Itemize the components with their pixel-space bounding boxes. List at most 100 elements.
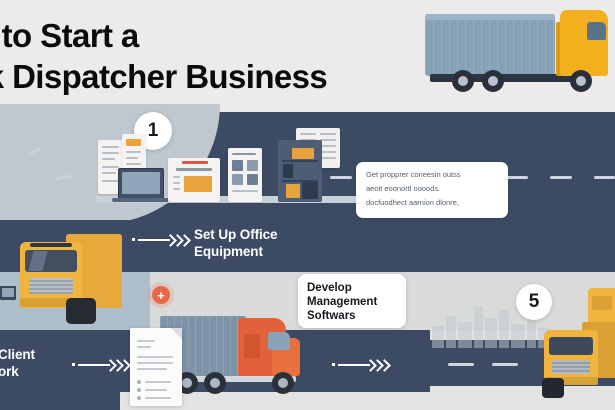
step-label-office: Set Up Office Equipment <box>194 226 324 261</box>
flow-arrow-icon <box>72 357 131 372</box>
doc-line <box>137 362 173 364</box>
doc-line <box>145 389 167 391</box>
lane-dash <box>506 176 528 179</box>
doc-line <box>102 180 119 182</box>
doc-line <box>176 168 212 171</box>
note-card[interactable]: Get propprer coneesin outss aeoit eoonor… <box>356 162 508 218</box>
skyline-building <box>474 306 483 348</box>
thumb <box>247 160 258 171</box>
doc-bullet <box>137 388 141 392</box>
hero-truck-wheel <box>482 70 504 92</box>
software-card-line1: Develop <box>307 282 352 294</box>
semi-truck-window <box>268 332 290 350</box>
add-plus-badge[interactable]: + <box>152 286 170 304</box>
doc-line <box>126 151 141 153</box>
arrow-shaft <box>78 363 110 366</box>
flow-arrow-icon <box>132 232 191 247</box>
doc-line <box>126 163 141 165</box>
hero-truck-window <box>587 22 606 40</box>
doc-line <box>320 151 336 153</box>
step-label-office-line1: Set Up Office <box>194 227 278 242</box>
client-network-line1: Client <box>0 347 35 362</box>
document-fold-corner <box>171 328 182 339</box>
thumb <box>232 160 243 171</box>
note-line-1: Get propprer coneesin outss <box>366 170 461 179</box>
doc-line <box>232 190 258 192</box>
lane-dash <box>330 176 352 179</box>
hero-truck-chassis <box>430 74 590 82</box>
arrow-dot <box>332 363 335 366</box>
semi-truck-wheel <box>204 372 226 394</box>
right-truck-illustration <box>538 318 615 400</box>
flow-arrow-icon <box>332 357 391 372</box>
doc-line <box>102 172 116 174</box>
lane-dash <box>448 363 474 366</box>
doc-line <box>320 145 336 147</box>
thumb <box>247 174 258 185</box>
doc-line <box>102 146 119 148</box>
office-paper <box>122 134 146 172</box>
arrow-dot <box>72 363 75 366</box>
arrow-dot <box>132 238 135 241</box>
step-badge-5-number: 5 <box>528 291 540 312</box>
box-truck-tire <box>66 298 96 324</box>
doc-bullet <box>137 380 141 384</box>
doc-line <box>102 166 119 168</box>
laptop-screen <box>122 172 160 194</box>
step-label-client-network: Client ork <box>0 346 118 381</box>
doc-line <box>137 356 173 358</box>
box-truck-grille <box>29 278 73 294</box>
box-truck-windshield <box>25 250 77 272</box>
doc-line <box>126 157 138 159</box>
doc-line <box>137 346 151 348</box>
skyline-building <box>432 326 444 348</box>
skyline-building <box>485 318 497 348</box>
doc-line <box>320 133 336 135</box>
semi-truck-illustration <box>160 302 310 402</box>
step-label-office-line2: Equipment <box>194 244 263 260</box>
skyline-building <box>511 324 525 348</box>
skyline-building <box>446 316 456 348</box>
doc-line <box>137 368 167 370</box>
laptop-illustration <box>118 168 164 200</box>
monitor-icon <box>0 286 16 300</box>
right-truck-tire <box>542 378 564 398</box>
lane-dash <box>492 363 518 366</box>
shelf-box <box>302 182 318 199</box>
doc-line <box>145 397 171 399</box>
shelf-row <box>282 160 318 162</box>
plus-badge-label: + <box>157 287 165 303</box>
doc-highlight <box>126 139 141 146</box>
skyline-building <box>499 310 509 348</box>
right-truck-grille <box>552 360 590 374</box>
doc-line <box>320 139 336 141</box>
right-truck-windshield <box>549 337 593 355</box>
hero-truck-wheel <box>452 70 474 92</box>
software-card[interactable]: Develop Management Softwars <box>298 274 406 328</box>
right-truck-bumper <box>544 377 598 385</box>
step-badge-5[interactable]: 5 <box>516 284 552 320</box>
hero-truck-wheel <box>570 70 592 92</box>
doc-line <box>232 153 256 155</box>
doc-line <box>145 381 171 383</box>
client-network-line2: ork <box>0 364 19 380</box>
arrow-shaft <box>338 363 370 366</box>
doc-line <box>300 133 316 135</box>
skyline-building <box>527 314 536 348</box>
semi-truck-wheel <box>272 372 294 394</box>
shelf-box <box>283 164 293 178</box>
thumb <box>232 174 243 185</box>
skyline-building <box>458 322 472 348</box>
shelf-row <box>282 180 318 182</box>
software-card-line2: Management <box>307 296 378 309</box>
title-line-2: ck Dispatcher Business <box>0 58 328 96</box>
catalogue-illustration <box>228 148 262 202</box>
software-card-line3: Softwars <box>307 310 356 323</box>
document-illustration <box>130 328 182 406</box>
shelf-box <box>286 184 300 198</box>
box-truck-bumper <box>20 298 82 307</box>
arrow-shaft <box>138 238 170 241</box>
page-title: w to Start a ck Dispatcher Business <box>0 16 428 98</box>
note-line-2: aeoit eoonortl oooods. <box>366 184 441 194</box>
